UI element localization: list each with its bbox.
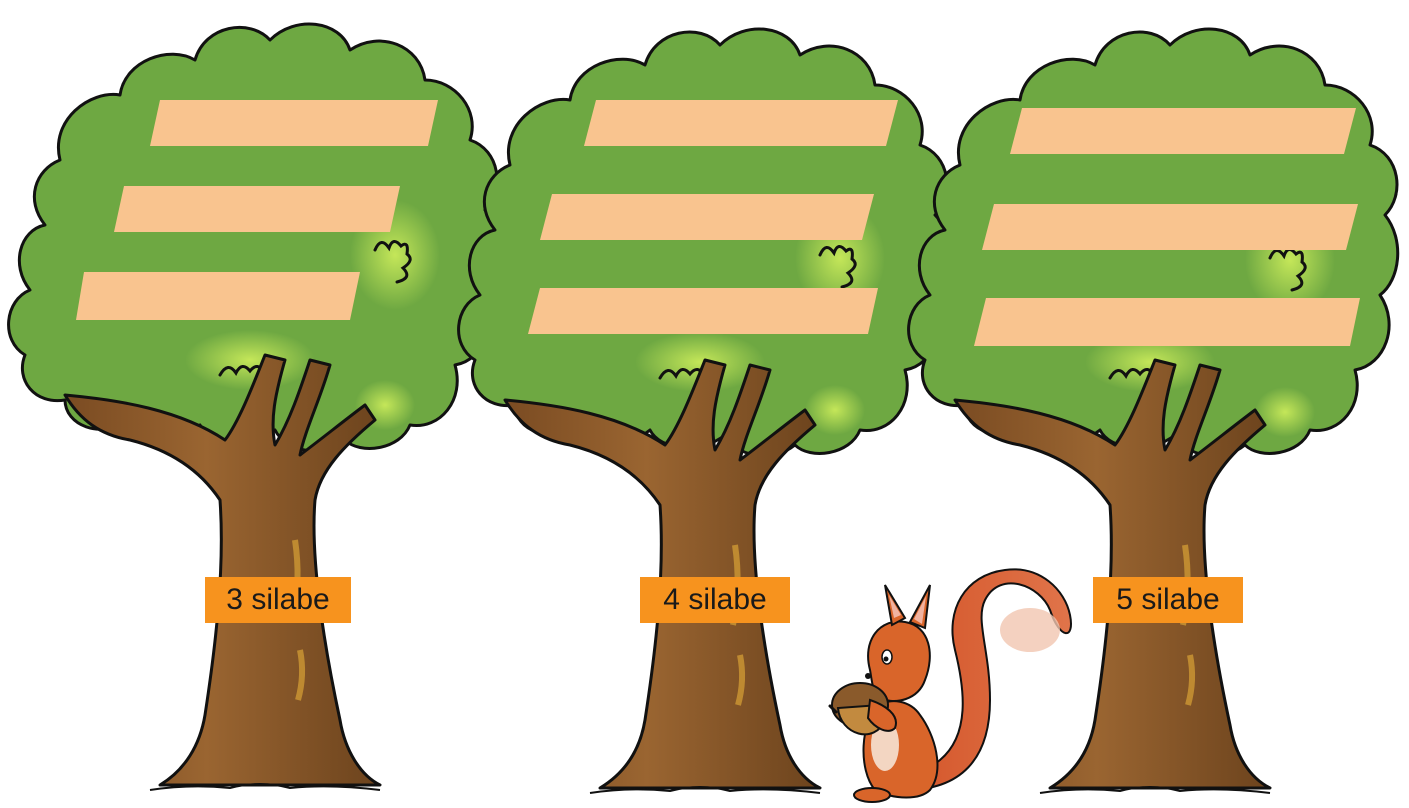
tree-2-slot-2[interactable] <box>540 194 874 240</box>
squirrel <box>828 568 1072 803</box>
tree-2-slot-1[interactable] <box>584 100 898 146</box>
tree-3-slot-3[interactable] <box>974 298 1360 346</box>
tree-2-slot-3[interactable] <box>528 288 878 334</box>
tree-1-syllable-label: 3 silabe <box>205 577 351 623</box>
squirrel-tail <box>903 568 1072 792</box>
tree-1-slot-3[interactable] <box>76 272 360 320</box>
tree-1-slot-2[interactable] <box>114 186 400 232</box>
tree-2-syllable-label: 4 silabe <box>640 577 790 623</box>
tree-3-syllable-label: 5 silabe <box>1093 577 1243 623</box>
tree-1-slot-1[interactable] <box>150 100 438 146</box>
tree-1 <box>7 22 503 791</box>
tree-3 <box>907 27 1400 794</box>
tree-3-slot-2[interactable] <box>982 204 1358 250</box>
tree-2 <box>457 27 953 794</box>
tree-3-slot-1[interactable] <box>1010 108 1356 154</box>
